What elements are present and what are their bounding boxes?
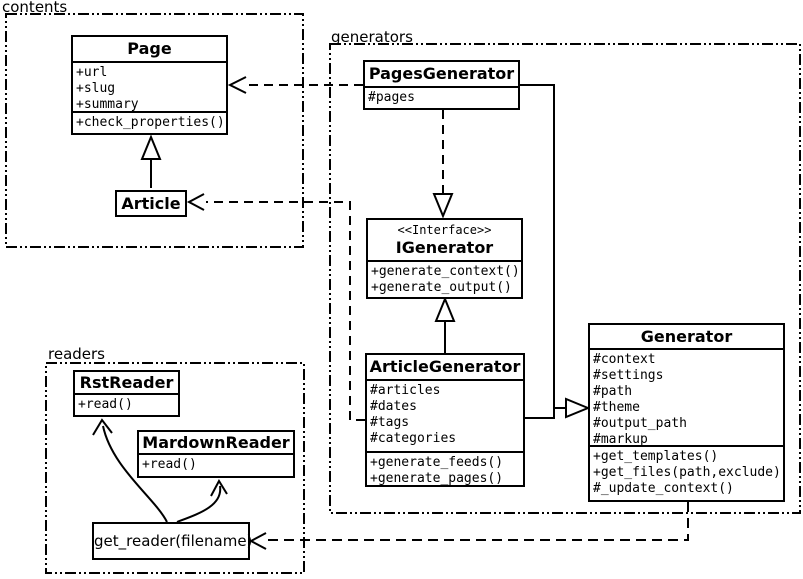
- class-mardownreader-methods: +read(): [139, 453, 293, 473]
- package-label-generators: generators: [331, 28, 413, 46]
- method: +read(): [78, 397, 133, 412]
- class-rstreader-methods: +read(): [75, 393, 178, 413]
- class-articlegenerator-attributes: #articles #dates #tags #categories: [367, 379, 523, 451]
- method: +get_templates(): [593, 449, 719, 464]
- edge-article-generalizes-page: [140, 134, 162, 188]
- method: +generate_output(): [371, 280, 512, 295]
- edge-getreader-to-mardownreader: [176, 478, 228, 523]
- class-generator: Generator #context #settings #path #them…: [588, 323, 785, 502]
- package-border-generators: [329, 43, 801, 514]
- class-generator-title: Generator: [640, 327, 733, 346]
- method: #_update_context(): [593, 481, 734, 496]
- class-mardownreader: MardownReader +read(): [137, 430, 295, 478]
- attribute: #pages: [368, 90, 415, 105]
- attribute: #context: [593, 352, 656, 367]
- class-mardownreader-title: MardownReader: [142, 433, 290, 452]
- attribute: +url: [76, 65, 108, 80]
- package-label-readers: readers: [48, 345, 105, 363]
- edge-articlegenerator-depends-article: [186, 193, 365, 421]
- class-igenerator: <<Interface>> IGenerator +generate_conte…: [366, 218, 523, 299]
- node-get-reader: get_reader(filename): [92, 522, 252, 560]
- class-page: Page +url +slug +summary +check_properti…: [71, 35, 228, 135]
- attribute: #output_path: [593, 416, 687, 431]
- package-label-contents: contents: [2, 0, 68, 16]
- edge-pagesgenerator-realizes-igenerator: [432, 110, 454, 219]
- class-pagesgenerator-title: PagesGenerator: [368, 64, 515, 83]
- attribute: #tags: [370, 415, 410, 430]
- method: +get_files(path,exclude): [593, 465, 781, 480]
- class-articlegenerator-title: ArticleGenerator: [369, 357, 521, 376]
- edge-articlegenerator-generalizes-igenerator: [434, 296, 456, 353]
- package-border-readers: [45, 362, 305, 574]
- edge-generators-generalize-generator: [519, 84, 591, 419]
- attribute: #markup: [593, 432, 648, 447]
- class-pagesgenerator-attributes: #pages: [365, 86, 518, 106]
- method: +generate_context(): [371, 264, 520, 279]
- attribute: #settings: [593, 368, 664, 383]
- class-rstreader: RstReader +read(): [73, 370, 180, 417]
- class-rstreader-title: RstReader: [79, 373, 174, 392]
- stereotype-label: <<Interface>>: [397, 223, 492, 237]
- class-page-methods: +check_properties(): [73, 111, 226, 131]
- attribute: +slug: [76, 81, 116, 96]
- attribute: #articles: [370, 383, 441, 398]
- method: +generate_pages(): [370, 471, 504, 486]
- attribute: #theme: [593, 400, 640, 415]
- edge-generator-depends-getreader: [248, 502, 689, 550]
- class-generator-methods: +get_templates() +get_files(path,exclude…: [590, 445, 783, 497]
- class-igenerator-title: IGenerator: [395, 238, 494, 257]
- class-article-title: Article: [121, 194, 181, 213]
- class-page-title: Page: [127, 39, 172, 58]
- method: +check_properties(): [76, 115, 225, 130]
- method: +generate_feeds(): [370, 455, 504, 470]
- edge-getreader-to-rstreader: [92, 418, 168, 523]
- edge-pagesgenerator-depends-page: [227, 76, 363, 94]
- class-articlegenerator: ArticleGenerator #articles #dates #tags …: [365, 353, 525, 487]
- class-pagesgenerator: PagesGenerator #pages: [363, 60, 520, 110]
- attribute: +summary: [76, 97, 139, 112]
- attribute: #path: [593, 384, 633, 399]
- method: +read(): [142, 457, 197, 472]
- class-generator-attributes: #context #settings #path #theme #output_…: [590, 348, 783, 447]
- class-igenerator-header: <<Interface>> IGenerator: [368, 220, 521, 258]
- class-articlegenerator-methods: +generate_feeds() +generate_pages(): [367, 451, 523, 486]
- attribute: #dates: [370, 399, 417, 414]
- class-igenerator-methods: +generate_context() +generate_output(): [368, 260, 521, 296]
- class-article: Article: [115, 190, 187, 217]
- class-page-attributes: +url +slug +summary: [73, 61, 226, 112]
- package-border-contents: [5, 13, 304, 248]
- attribute: #categories: [370, 431, 457, 446]
